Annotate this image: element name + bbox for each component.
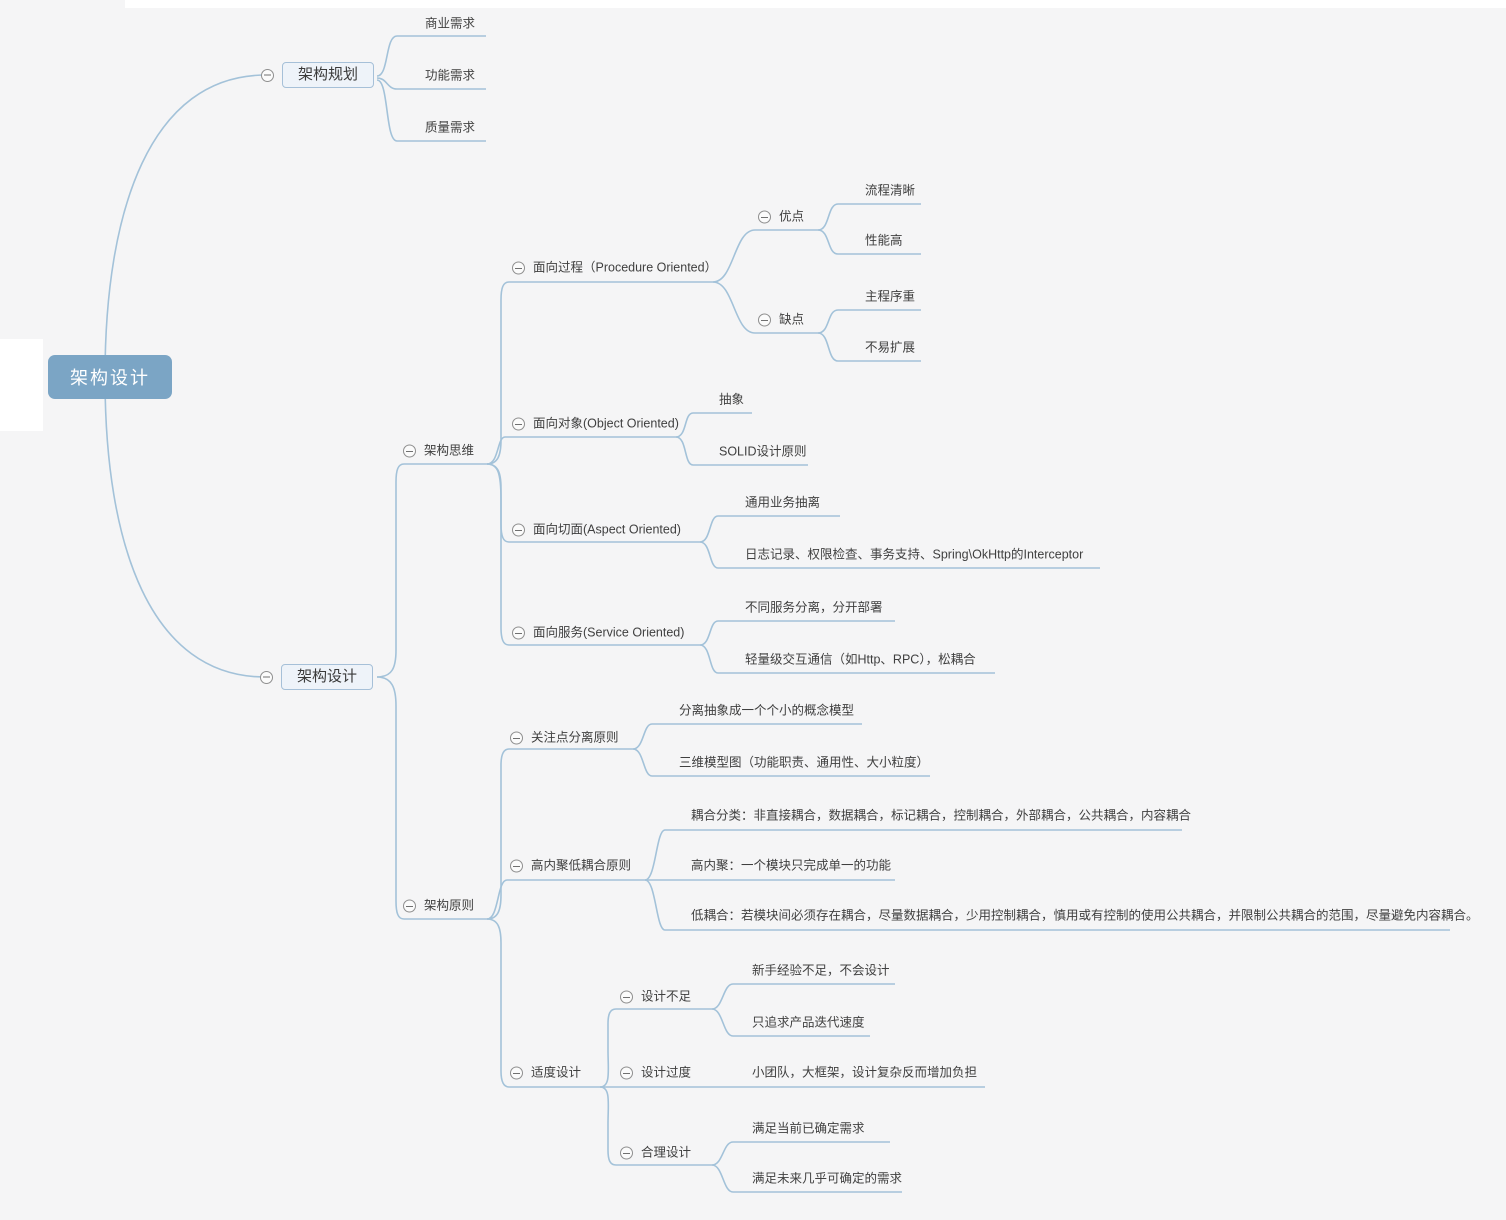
node-label: 不同服务分离，分开部署 bbox=[745, 600, 883, 615]
node-label: 日志记录、权限检查、事务支持、Spring\OkHttp的Interceptor bbox=[745, 547, 1084, 562]
node-label: 性能高 bbox=[865, 233, 903, 248]
node-architecture-design-root[interactable]: 架构设计 bbox=[48, 355, 172, 399]
node-label: 功能需求 bbox=[425, 68, 476, 83]
node-label: 架构思维 bbox=[424, 443, 475, 458]
node-service-separation[interactable]: 不同服务分离，分开部署 bbox=[745, 601, 883, 616]
node-label: 面向对象(Object Oriented) bbox=[533, 416, 679, 431]
node-aspect-oriented[interactable]: 面向切面(Aspect Oriented) bbox=[512, 523, 681, 538]
node-label: 面向切面(Aspect Oriented) bbox=[533, 522, 681, 537]
node-service-oriented[interactable]: 面向服务(Service Oriented) bbox=[512, 626, 684, 641]
node-clear-process[interactable]: 流程清晰 bbox=[865, 184, 915, 199]
node-architecture-thinking[interactable]: 架构思维 bbox=[403, 444, 474, 459]
node-label: 面向服务(Service Oriented) bbox=[533, 625, 685, 640]
window-edge-artifact-left bbox=[0, 339, 43, 431]
node-label: 优点 bbox=[779, 209, 805, 224]
collapse-icon[interactable] bbox=[758, 210, 771, 224]
node-small-team-big-framework[interactable]: 小团队，大框架，设计复杂反而增加负担 bbox=[752, 1066, 977, 1081]
node-3d-model-diagram[interactable]: 三维模型图（功能职责、通用性、大小粒度） bbox=[679, 756, 929, 771]
node-label: 设计过度 bbox=[641, 1065, 692, 1080]
collapse-icon[interactable] bbox=[620, 1146, 633, 1160]
collapse-icon[interactable] bbox=[512, 523, 525, 537]
collapse-icon[interactable] bbox=[403, 444, 416, 458]
node-architecture-design[interactable]: 架构设计 bbox=[260, 664, 374, 690]
node-label: 商业需求 bbox=[425, 16, 476, 31]
collapse-icon[interactable] bbox=[403, 899, 416, 913]
node-over-design[interactable]: 设计过度 bbox=[620, 1066, 691, 1081]
node-label: 主程序重 bbox=[865, 289, 916, 304]
node-heavy-main-program[interactable]: 主程序重 bbox=[865, 290, 915, 305]
node-novice-inexperience[interactable]: 新手经验不足，不会设计 bbox=[752, 964, 890, 979]
node-label: 耦合分类：非直接耦合，数据耦合，标记耦合，控制耦合，外部耦合，公共耦合，内容耦合 bbox=[691, 808, 1192, 823]
node-label: 抽象 bbox=[719, 392, 745, 407]
node-label: 轻量级交互通信（如Http、RPC），松耦合 bbox=[745, 652, 976, 667]
node-lightweight-communication[interactable]: 轻量级交互通信（如Http、RPC），松耦合 bbox=[745, 653, 976, 668]
collapse-icon[interactable] bbox=[620, 990, 633, 1004]
node-cohesion-coupling-principle[interactable]: 高内聚低耦合原则 bbox=[510, 859, 631, 874]
node-label: 满足当前已确定需求 bbox=[752, 1121, 865, 1136]
node-current-requirements[interactable]: 满足当前已确定需求 bbox=[752, 1122, 865, 1137]
collapse-icon[interactable] bbox=[620, 1066, 633, 1080]
node-architecture-principles[interactable]: 架构原则 bbox=[403, 899, 474, 914]
node-quality-requirements[interactable]: 质量需求 bbox=[425, 121, 475, 136]
window-edge-artifact-top bbox=[125, 0, 1506, 8]
node-business-requirements[interactable]: 商业需求 bbox=[425, 17, 475, 32]
collapse-icon[interactable] bbox=[510, 859, 523, 873]
node-concept-models[interactable]: 分离抽象成一个个小的概念模型 bbox=[679, 704, 854, 719]
collapse-icon[interactable] bbox=[261, 68, 274, 82]
node-pros[interactable]: 优点 bbox=[758, 210, 804, 225]
node-object-oriented[interactable]: 面向对象(Object Oriented) bbox=[512, 417, 679, 432]
node-solid-principles[interactable]: SOLID设计原则 bbox=[719, 445, 807, 460]
node-iteration-speed-only[interactable]: 只追求产品迭代速度 bbox=[752, 1016, 865, 1031]
node-label: 小团队，大框架，设计复杂反而增加负担 bbox=[752, 1065, 978, 1080]
node-functional-requirements[interactable]: 功能需求 bbox=[425, 69, 475, 84]
node-separation-of-concerns[interactable]: 关注点分离原则 bbox=[510, 731, 619, 746]
node-label: 流程清晰 bbox=[865, 183, 916, 198]
node-label: 适度设计 bbox=[531, 1065, 582, 1080]
node-low-coupling[interactable]: 低耦合：若模块间必须存在耦合，尽量数据耦合，少用控制耦合，慎用或有控制的使用公共… bbox=[691, 909, 1479, 924]
node-label: 分离抽象成一个个小的概念模型 bbox=[679, 703, 855, 718]
node-high-performance[interactable]: 性能高 bbox=[865, 234, 903, 249]
node-label: 架构规划 bbox=[282, 62, 375, 88]
node-label: 通用业务抽离 bbox=[745, 495, 821, 510]
node-label: 架构设计 bbox=[281, 664, 374, 690]
node-reasonable-design[interactable]: 合理设计 bbox=[620, 1146, 691, 1161]
collapse-icon[interactable] bbox=[510, 1066, 523, 1080]
node-under-design[interactable]: 设计不足 bbox=[620, 990, 691, 1005]
node-label: 合理设计 bbox=[641, 1145, 692, 1160]
node-label: 三维模型图（功能职责、通用性、大小粒度） bbox=[679, 755, 930, 770]
node-label: 新手经验不足，不会设计 bbox=[752, 963, 890, 978]
node-abstraction[interactable]: 抽象 bbox=[719, 393, 744, 408]
node-aop-examples[interactable]: 日志记录、权限检查、事务支持、Spring\OkHttp的Interceptor bbox=[745, 548, 1083, 563]
collapse-icon[interactable] bbox=[512, 417, 525, 431]
node-future-requirements[interactable]: 满足未来几乎可确定的需求 bbox=[752, 1172, 902, 1187]
node-label: 高内聚：一个模块只完成单一的功能 bbox=[691, 858, 892, 873]
collapse-icon[interactable] bbox=[260, 670, 273, 684]
node-label: 关注点分离原则 bbox=[531, 730, 619, 745]
node-cons[interactable]: 缺点 bbox=[758, 313, 804, 328]
collapse-icon[interactable] bbox=[758, 313, 771, 327]
node-common-business-extraction[interactable]: 通用业务抽离 bbox=[745, 496, 820, 511]
node-label: 架构原则 bbox=[424, 898, 475, 913]
node-label: 面向过程（Procedure Oriented） bbox=[533, 260, 718, 275]
node-label: 质量需求 bbox=[425, 120, 476, 135]
collapse-icon[interactable] bbox=[512, 261, 525, 275]
node-procedure-oriented[interactable]: 面向过程（Procedure Oriented） bbox=[512, 261, 717, 276]
node-label: 设计不足 bbox=[641, 989, 692, 1004]
node-label: 不易扩展 bbox=[865, 340, 916, 355]
node-label: 高内聚低耦合原则 bbox=[531, 858, 632, 873]
node-coupling-types[interactable]: 耦合分类：非直接耦合，数据耦合，标记耦合，控制耦合，外部耦合，公共耦合，内容耦合 bbox=[691, 809, 1191, 824]
node-label: 低耦合：若模块间必须存在耦合，尽量数据耦合，少用控制耦合，慎用或有控制的使用公共… bbox=[691, 908, 1479, 923]
collapse-icon[interactable] bbox=[510, 731, 523, 745]
node-label: 缺点 bbox=[779, 312, 805, 327]
node-label: SOLID设计原则 bbox=[719, 444, 807, 459]
node-architecture-planning[interactable]: 架构规划 bbox=[261, 62, 375, 88]
node-label: 满足未来几乎可确定的需求 bbox=[752, 1171, 903, 1186]
node-high-cohesion[interactable]: 高内聚：一个模块只完成单一的功能 bbox=[691, 859, 891, 874]
node-hard-to-extend[interactable]: 不易扩展 bbox=[865, 341, 915, 356]
node-label: 只追求产品迭代速度 bbox=[752, 1015, 865, 1030]
node-moderate-design[interactable]: 适度设计 bbox=[510, 1066, 581, 1081]
collapse-icon[interactable] bbox=[512, 626, 525, 640]
